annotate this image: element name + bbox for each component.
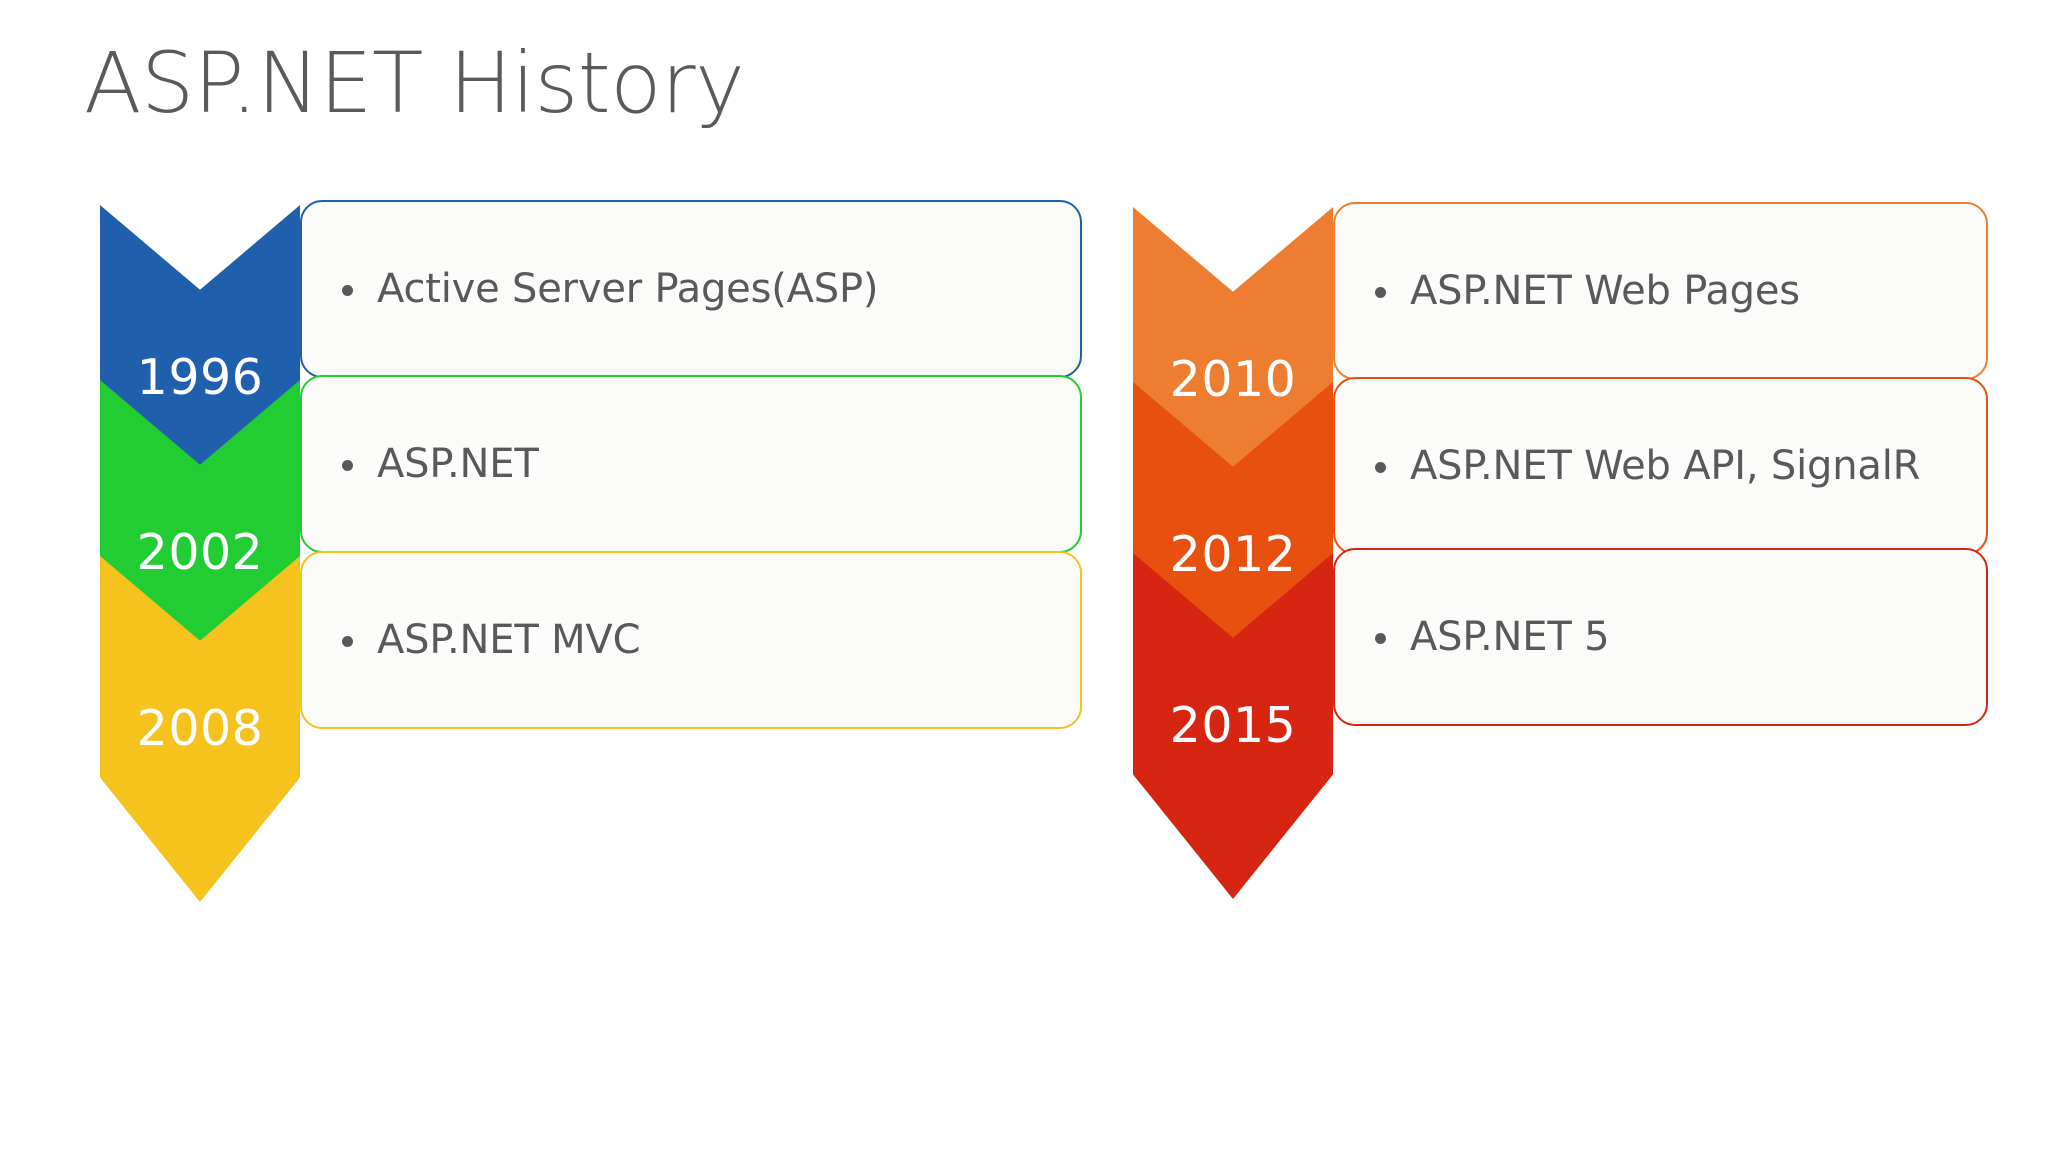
timeline-year-label: 1996	[136, 349, 264, 406]
bullet-icon	[1375, 632, 1386, 644]
timeline-card[interactable]: Active Server Pages(ASP)	[300, 200, 1082, 378]
bullet-icon	[342, 635, 353, 647]
timeline-column-right: ASP.NET Web Pages 2010 ASP.NET Web API, …	[1030, 0, 2048, 1152]
timeline-year-label: 2012	[1169, 526, 1297, 583]
timeline-year-label: 2015	[1169, 697, 1297, 754]
timeline-card-label: Active Server Pages(ASP)	[377, 266, 879, 312]
timeline-card[interactable]: ASP.NET	[300, 375, 1082, 553]
page-title: ASP.NET History	[84, 34, 745, 132]
timeline-card-label: ASP.NET	[377, 441, 539, 487]
timeline-card-label: ASP.NET Web API, SignalR	[1410, 443, 1921, 489]
bullet-icon	[1375, 286, 1386, 298]
timeline-card[interactable]: ASP.NET 5	[1333, 548, 1988, 726]
timeline-year-label: 2002	[136, 524, 264, 581]
timeline-year-label: 2008	[136, 700, 264, 757]
timeline-card-label: ASP.NET Web Pages	[1410, 268, 1800, 314]
bullet-icon	[1375, 461, 1386, 473]
timeline-card[interactable]: ASP.NET MVC	[300, 551, 1082, 729]
bullet-icon	[342, 284, 353, 296]
timeline-card-label: ASP.NET 5	[1410, 614, 1610, 660]
timeline-card[interactable]: ASP.NET Web API, SignalR	[1333, 377, 1988, 555]
timeline-card-label: ASP.NET MVC	[377, 617, 641, 663]
bullet-icon	[342, 459, 353, 471]
timeline-card[interactable]: ASP.NET Web Pages	[1333, 202, 1988, 380]
timeline-year-label: 2010	[1169, 351, 1297, 408]
timeline-column-left: Active Server Pages(ASP) 1996 ASP.NET 20…	[100, 200, 1082, 902]
